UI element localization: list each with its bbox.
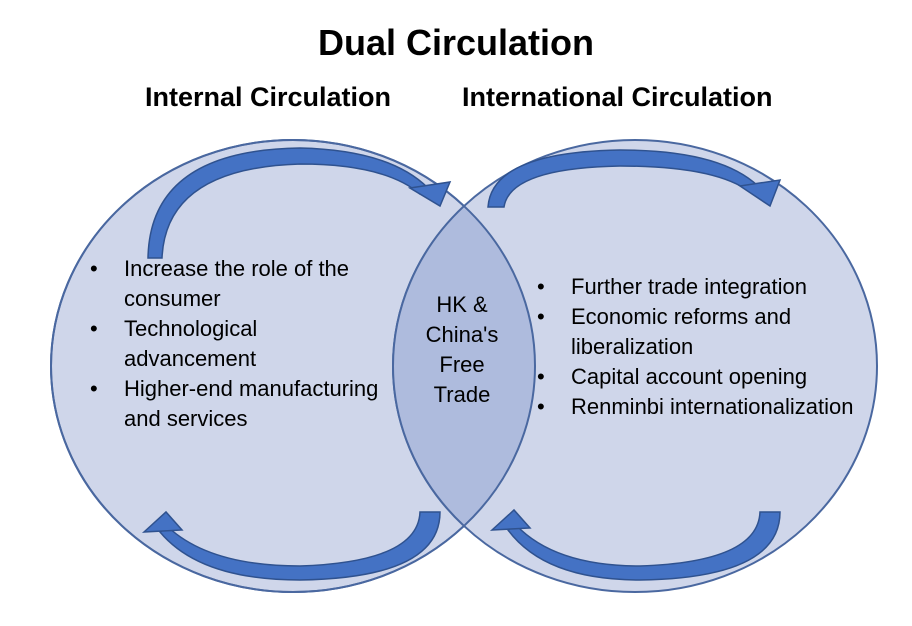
list-item: Higher-end manufacturing and services	[90, 374, 390, 434]
list-item: Further trade integration	[537, 272, 867, 302]
overlap-line: Trade	[433, 382, 491, 407]
cycle-arrow-icon	[141, 510, 441, 581]
list-item: Increase the role of the consumer	[90, 254, 390, 314]
internal-heading: Internal Circulation	[145, 82, 392, 112]
list-item: Technological advancement	[90, 314, 390, 374]
diagram-title: Dual Circulation	[317, 22, 595, 63]
overlap-line: China's	[425, 322, 499, 347]
cycle-arrow-icon	[487, 149, 782, 208]
cycle-arrow-icon	[147, 147, 452, 259]
list-item: Capital account opening	[537, 362, 867, 392]
international-heading: International Circulation	[462, 82, 773, 112]
overlap-label: HK & China's Free Trade	[400, 290, 524, 410]
internal-list: Increase the role of the consumer Techno…	[90, 254, 390, 434]
international-list: Further trade integration Economic refor…	[537, 272, 867, 422]
overlap-line: HK &	[436, 292, 488, 317]
cycle-arrow-icon	[489, 508, 781, 581]
list-item: Economic reforms and liberalization	[537, 302, 867, 362]
overlap-line: Free	[439, 352, 485, 377]
list-item: Renminbi internationalization	[537, 392, 867, 422]
